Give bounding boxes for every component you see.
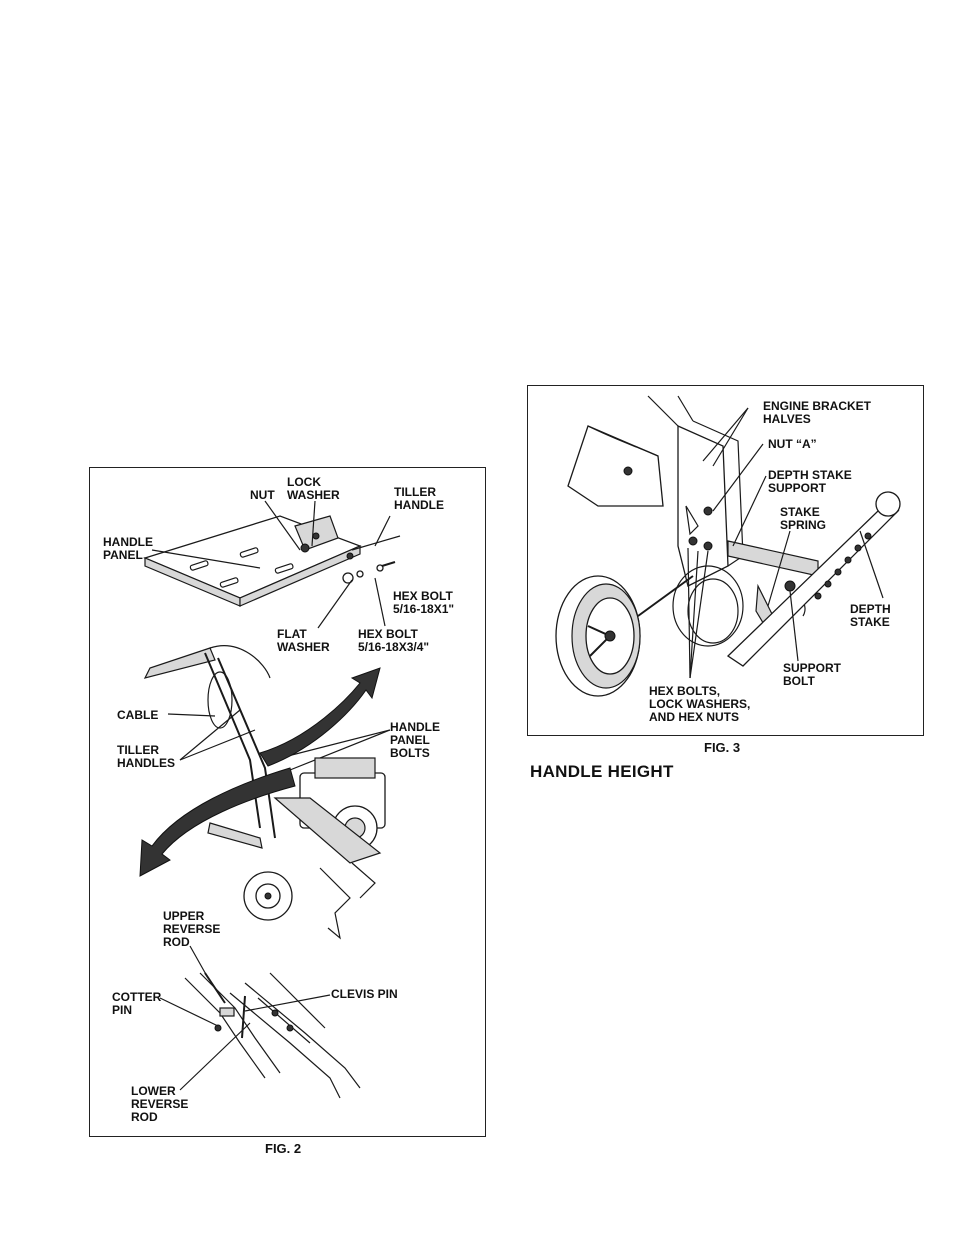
section-heading-handle-height: HANDLE HEIGHT: [530, 762, 674, 781]
label-nut: NUT: [250, 488, 275, 502]
label-upper-reverse-rod: UPPER REVERSE ROD: [163, 909, 221, 949]
hardware-drawing: [342, 535, 401, 584]
label-hex-bolt-1: HEX BOLT 5/16-18X1": [393, 589, 455, 616]
label-hex-bolts: HEX BOLTS, LOCK WASHERS, AND HEX NUTS: [649, 684, 751, 724]
label-clevis-pin: CLEVIS PIN: [331, 987, 398, 1001]
engine-bracket-drawing: [567, 395, 744, 587]
tiller-drawing: [143, 645, 386, 940]
wheel-drawing: [555, 565, 744, 697]
label-nut-a: NUT “A”: [768, 437, 817, 451]
fig3-leader-lines: [687, 407, 884, 679]
figure-2-illustration: [139, 500, 401, 1099]
handle-panel-drawing: [143, 515, 362, 607]
rotation-arrows: [139, 667, 381, 877]
figure-2-caption: FIG. 2: [265, 1141, 302, 1156]
label-depth-stake: DEPTH STAKE: [850, 602, 891, 629]
reverse-rod-drawing: [159, 945, 361, 1099]
label-handle-panel-bolts: HANDLE PANEL BOLTS: [390, 720, 440, 760]
label-cable: CABLE: [117, 708, 159, 722]
figure-2-assembly-diagram: LOCK WASHER NUT TILLER HANDLE HANDLE PAN…: [89, 467, 486, 1137]
figure-3-depth-stake-diagram: ENGINE BRACKET HALVES NUT “A” DEPTH STAK…: [527, 385, 924, 736]
label-flat-washer: FLAT WASHER: [277, 627, 330, 654]
label-depth-stake-support: DEPTH STAKE SUPPORT: [768, 468, 852, 495]
label-support-bolt: SUPPORT BOLT: [783, 661, 842, 688]
label-engine-bracket-halves: ENGINE BRACKET HALVES: [763, 399, 872, 426]
label-cotter-pin: COTTER PIN: [112, 990, 162, 1017]
label-lower-reverse-rod: LOWER REVERSE ROD: [131, 1084, 189, 1124]
label-stake-spring: STAKE SPRING: [780, 505, 827, 532]
label-hex-bolt-2: HEX BOLT 5/16-18X3/4": [358, 627, 430, 654]
label-lock-washer: LOCK WASHER: [287, 475, 340, 502]
label-tiller-handle: TILLER HANDLE: [394, 485, 444, 512]
figure-3-illustration: [555, 395, 901, 697]
depth-stake-drawing: [726, 491, 901, 667]
figure-3-caption: FIG. 3: [704, 740, 741, 755]
fig2-leader-lines: [151, 500, 391, 771]
label-tiller-handles: TILLER HANDLES: [117, 743, 176, 770]
label-handle-panel: HANDLE PANEL: [103, 535, 153, 562]
